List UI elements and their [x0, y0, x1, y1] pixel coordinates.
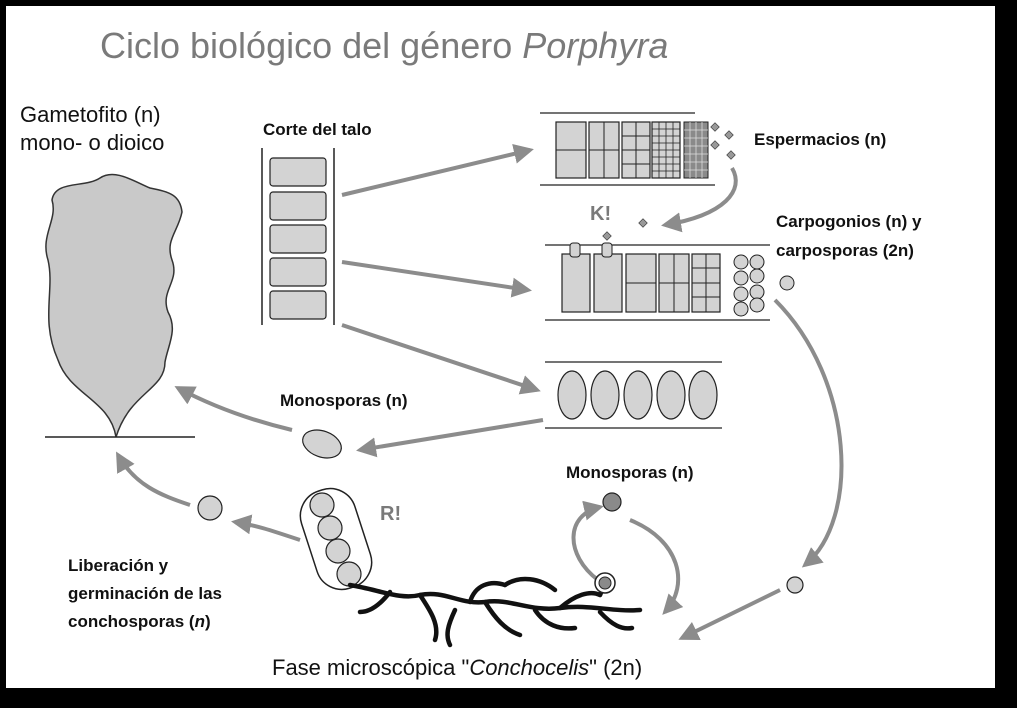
meiosis-mark: R!: [380, 503, 401, 525]
thallus-section-label: Corte del talo: [263, 120, 372, 139]
spermatia-label: Espermacios (n): [754, 130, 886, 149]
cycle-arrows: [116, 143, 844, 640]
conchosporangium: [299, 487, 373, 591]
conchospore: [197, 495, 223, 521]
spermatium: [602, 231, 612, 241]
release-label-1: Liberación y: [68, 556, 169, 575]
monospores-right-label: Monosporas (n): [566, 463, 694, 482]
monospore-dark: [602, 492, 622, 512]
gametophyte-label-1: Gametofito (n): [20, 102, 161, 127]
fertilization-mark: K!: [590, 203, 611, 225]
sporangium-cell-inner: [598, 576, 612, 590]
conchocelis-phase-label: Fase microscópica "Conchocelis" (2n): [272, 655, 642, 680]
monospore: [302, 429, 342, 459]
monospores-left-label: Monosporas (n): [280, 391, 408, 410]
carpospore: [786, 576, 804, 594]
carpogonia-label-1: Carpogonios (n) y: [776, 212, 922, 231]
monosporangia-section: [545, 361, 722, 429]
gametophyte-label-2: mono- o dioico: [20, 130, 164, 155]
spermatium: [638, 218, 648, 228]
diagram-title: Ciclo biológico del género Porphyra: [100, 25, 668, 66]
release-label-2: germinación de las: [68, 584, 222, 603]
thallus-section: [261, 148, 335, 325]
carpogonia-label-2: carposporas (2n): [776, 241, 914, 260]
spermatangia-section: [540, 112, 736, 186]
carpogonia-section: [545, 242, 795, 321]
release-label-3: conchosporas (n): [68, 612, 211, 631]
gametophyte-thallus: [45, 173, 183, 438]
